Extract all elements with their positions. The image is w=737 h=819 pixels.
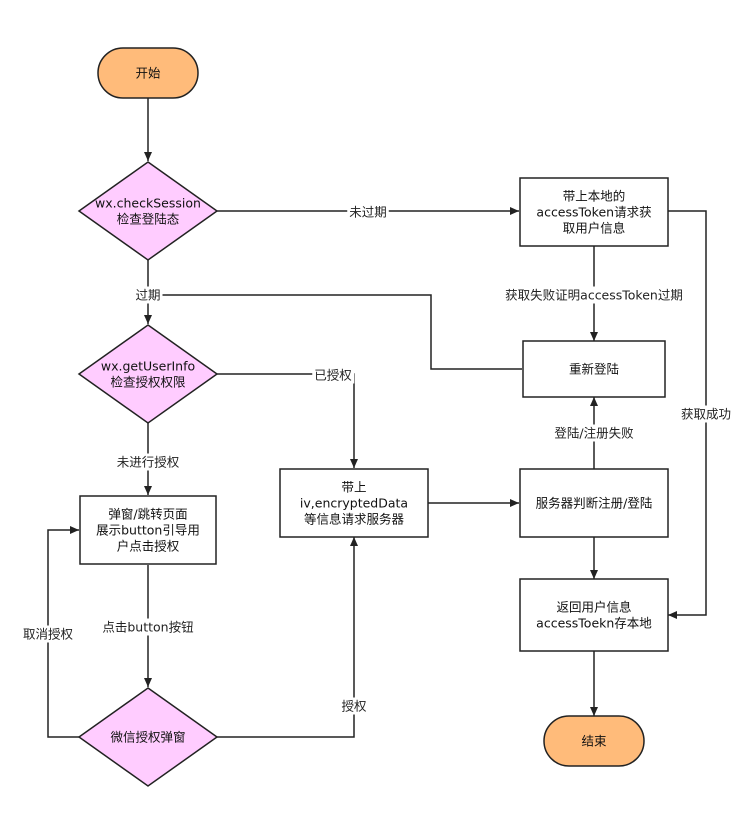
edge-label-text: 获取成功	[681, 407, 731, 422]
edge-getuserinfo-to-send	[217, 373, 358, 468]
edge-label-text: 未过期	[349, 205, 387, 220]
terminal-shape	[97, 47, 199, 99]
node-label-line: 检查授权权限	[110, 375, 186, 390]
label-not-expired: 未过期	[347, 203, 389, 221]
node-label-line: 弹窗/跳转页面	[108, 507, 187, 522]
node-wechat-auth-popup: 微信授权弹窗	[77, 687, 219, 787]
node-start: 开始	[97, 47, 199, 99]
terminal-shape	[543, 715, 645, 767]
label-background	[312, 366, 355, 384]
label-background	[552, 424, 637, 442]
edge-relogin-to-expired	[148, 291, 522, 370]
decision-shape	[77, 687, 219, 787]
process-shape	[519, 578, 669, 652]
edge-label-text: 已授权	[314, 368, 352, 383]
node-label-line: 返回用户信息	[556, 600, 631, 615]
label-login-fail: 登陆/注册失败	[552, 424, 637, 442]
label-fetch-fail: 获取失败证明accessToken过期	[503, 286, 685, 304]
label-cancel-auth: 取消授权	[20, 625, 76, 643]
node-label-line: 展示button引导用	[96, 523, 200, 538]
node-label-line: 服务器判断注册/登陆	[536, 496, 653, 511]
label-background	[678, 405, 734, 423]
label-expired: 过期	[133, 286, 163, 304]
label-background	[20, 625, 76, 643]
process-shape	[519, 177, 669, 247]
label-click-button: 点击button按钮	[100, 618, 196, 636]
node-label-line: accessToekn存本地	[536, 616, 652, 631]
edge-label-text: 取消授权	[23, 627, 74, 642]
node-label-line: 带上本地的	[563, 189, 626, 204]
node-label-line: 取用户信息	[563, 221, 626, 236]
node-label-line: 等信息请求服务器	[304, 512, 405, 527]
label-background	[100, 618, 196, 636]
edge-label-text: 未进行授权	[117, 455, 180, 470]
node-label-line: 结束	[581, 734, 607, 749]
node-label-line: 开始	[135, 66, 161, 81]
edge-label-text: 登陆/注册失败	[554, 426, 634, 441]
node-label-line: accessToken请求获	[536, 205, 651, 220]
label-authorize: 授权	[339, 697, 369, 715]
edge-label-text: 获取失败证明accessToken过期	[505, 288, 683, 303]
label-background	[347, 203, 389, 221]
node-label-line: wx.getUserInfo	[101, 359, 195, 374]
edge-label-text: 授权	[341, 699, 367, 714]
node-label-line: 带上	[341, 480, 366, 495]
label-background	[339, 697, 369, 715]
label-background	[114, 453, 182, 471]
edge-wechat-to-send	[217, 537, 358, 738]
edge-label-text: 点击button按钮	[102, 620, 193, 635]
node-label-line: 重新登陆	[569, 362, 619, 377]
process-shape	[522, 340, 666, 398]
node-label-line: iv,encryptedData	[300, 496, 408, 511]
process-shape	[79, 495, 217, 565]
node-label-line: 户点击授权	[117, 539, 180, 554]
label-background	[133, 286, 163, 304]
node-label-line: 检查登陆态	[117, 212, 180, 227]
label-not-authorized: 未进行授权	[114, 453, 182, 471]
decision-shape	[77, 324, 219, 424]
edge-label-text: 过期	[135, 288, 160, 303]
label-fetch-success: 获取成功	[678, 405, 734, 423]
process-shape	[279, 468, 429, 538]
process-shape	[519, 468, 669, 538]
label-authorized: 已授权	[312, 366, 355, 384]
label-background	[503, 286, 685, 304]
node-label-line: wx.checkSession	[95, 196, 201, 211]
node-server-judge: 服务器判断注册/登陆	[519, 468, 669, 538]
decision-shape	[77, 161, 219, 261]
node-relogin: 重新登陆	[522, 340, 666, 398]
node-end: 结束	[543, 715, 645, 767]
node-label-line: 微信授权弹窗	[110, 730, 185, 745]
